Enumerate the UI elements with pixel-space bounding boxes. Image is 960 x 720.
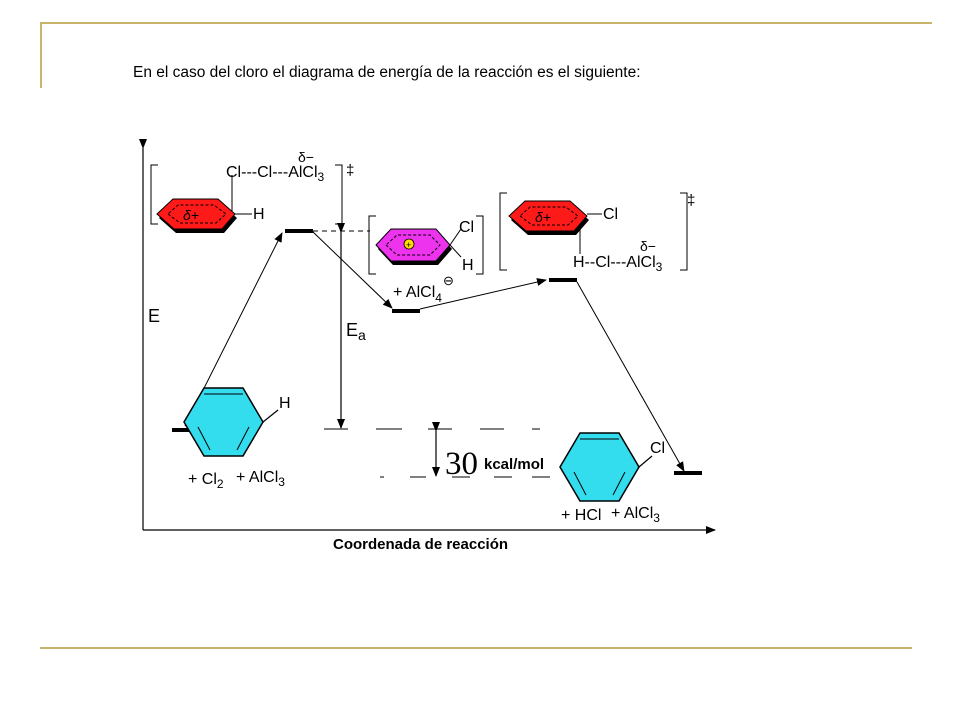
slide-heading: En el caso del cloro el diagrama de ener… bbox=[133, 64, 641, 81]
energy-difference: 30 kcal/mol bbox=[432, 422, 544, 482]
int-left-bracket bbox=[368, 215, 376, 275]
ts2-bond-label: H--Cl---AlCl3 bbox=[573, 254, 663, 274]
product-alcl3: + AlCl3 bbox=[611, 505, 660, 525]
intermediate-anion-charge: ⊖ bbox=[443, 273, 454, 288]
product-cl: Cl bbox=[650, 440, 665, 457]
top-rule bbox=[40, 22, 932, 24]
activation-energy: Ea bbox=[313, 223, 370, 429]
int-right-bracket bbox=[476, 215, 484, 275]
intermediate-anion: + AlCl4 bbox=[393, 284, 442, 305]
transition-state-1: δ+ H δ− Cl---Cl---AlCl3 ‡ bbox=[150, 149, 354, 233]
intermediate: + Cl H + AlCl4 ⊖ bbox=[368, 215, 484, 305]
ts1-h: H bbox=[253, 206, 265, 223]
transition-state-2: δ+ Cl δ− H--Cl---AlCl3 ‡ bbox=[499, 192, 695, 274]
ts1-right-bracket bbox=[335, 164, 343, 225]
ts2-right-bracket bbox=[680, 192, 688, 271]
ts2-cl: Cl bbox=[603, 206, 618, 223]
intermediate-cl: Cl bbox=[459, 219, 474, 236]
reactant-cl2: + Cl2 bbox=[188, 471, 224, 491]
arrow-to-intermediate bbox=[311, 230, 393, 309]
products-group: Cl + HCl + AlCl3 bbox=[559, 432, 665, 525]
left-rule bbox=[40, 22, 42, 88]
energy-diff-value: 30 bbox=[445, 446, 478, 482]
x-axis-label: Coordenada de reacción bbox=[333, 536, 508, 553]
ts1-delta-plus: δ+ bbox=[183, 207, 199, 223]
ts2-left-bracket bbox=[499, 192, 507, 271]
ea-label: Ea bbox=[346, 320, 366, 343]
benzene-ring-reactant bbox=[183, 387, 264, 457]
y-axis-label: E bbox=[148, 306, 160, 326]
bottom-rule bbox=[40, 647, 912, 649]
benzene-ring-product bbox=[559, 432, 640, 502]
ts2-dagger: ‡ bbox=[687, 192, 695, 209]
reactants-group: H + Cl2 + AlCl3 bbox=[183, 387, 291, 491]
ts1-left-bracket bbox=[150, 164, 158, 225]
ts2-delta-minus: δ− bbox=[640, 238, 656, 254]
reactant-h: H bbox=[279, 395, 291, 412]
ts1-dagger: ‡ bbox=[346, 162, 354, 179]
product-hcl: + HCl bbox=[561, 507, 601, 524]
arrow-to-products bbox=[576, 281, 685, 472]
intermediate-h: H bbox=[462, 257, 474, 274]
svg-text:+: + bbox=[406, 240, 411, 250]
axes: E Coordenada de reacción bbox=[139, 139, 716, 553]
ts1-delta-minus: δ− bbox=[298, 149, 314, 165]
ts1-bond-label: Cl---Cl---AlCl3 bbox=[226, 164, 325, 184]
arrow-to-ts2 bbox=[419, 278, 547, 310]
ts2-delta-plus: δ+ bbox=[535, 209, 551, 225]
reactant-alcl3: + AlCl3 bbox=[236, 469, 285, 489]
intermediate-charge bbox=[403, 238, 415, 250]
energy-diff-unit: kcal/mol bbox=[484, 456, 544, 473]
